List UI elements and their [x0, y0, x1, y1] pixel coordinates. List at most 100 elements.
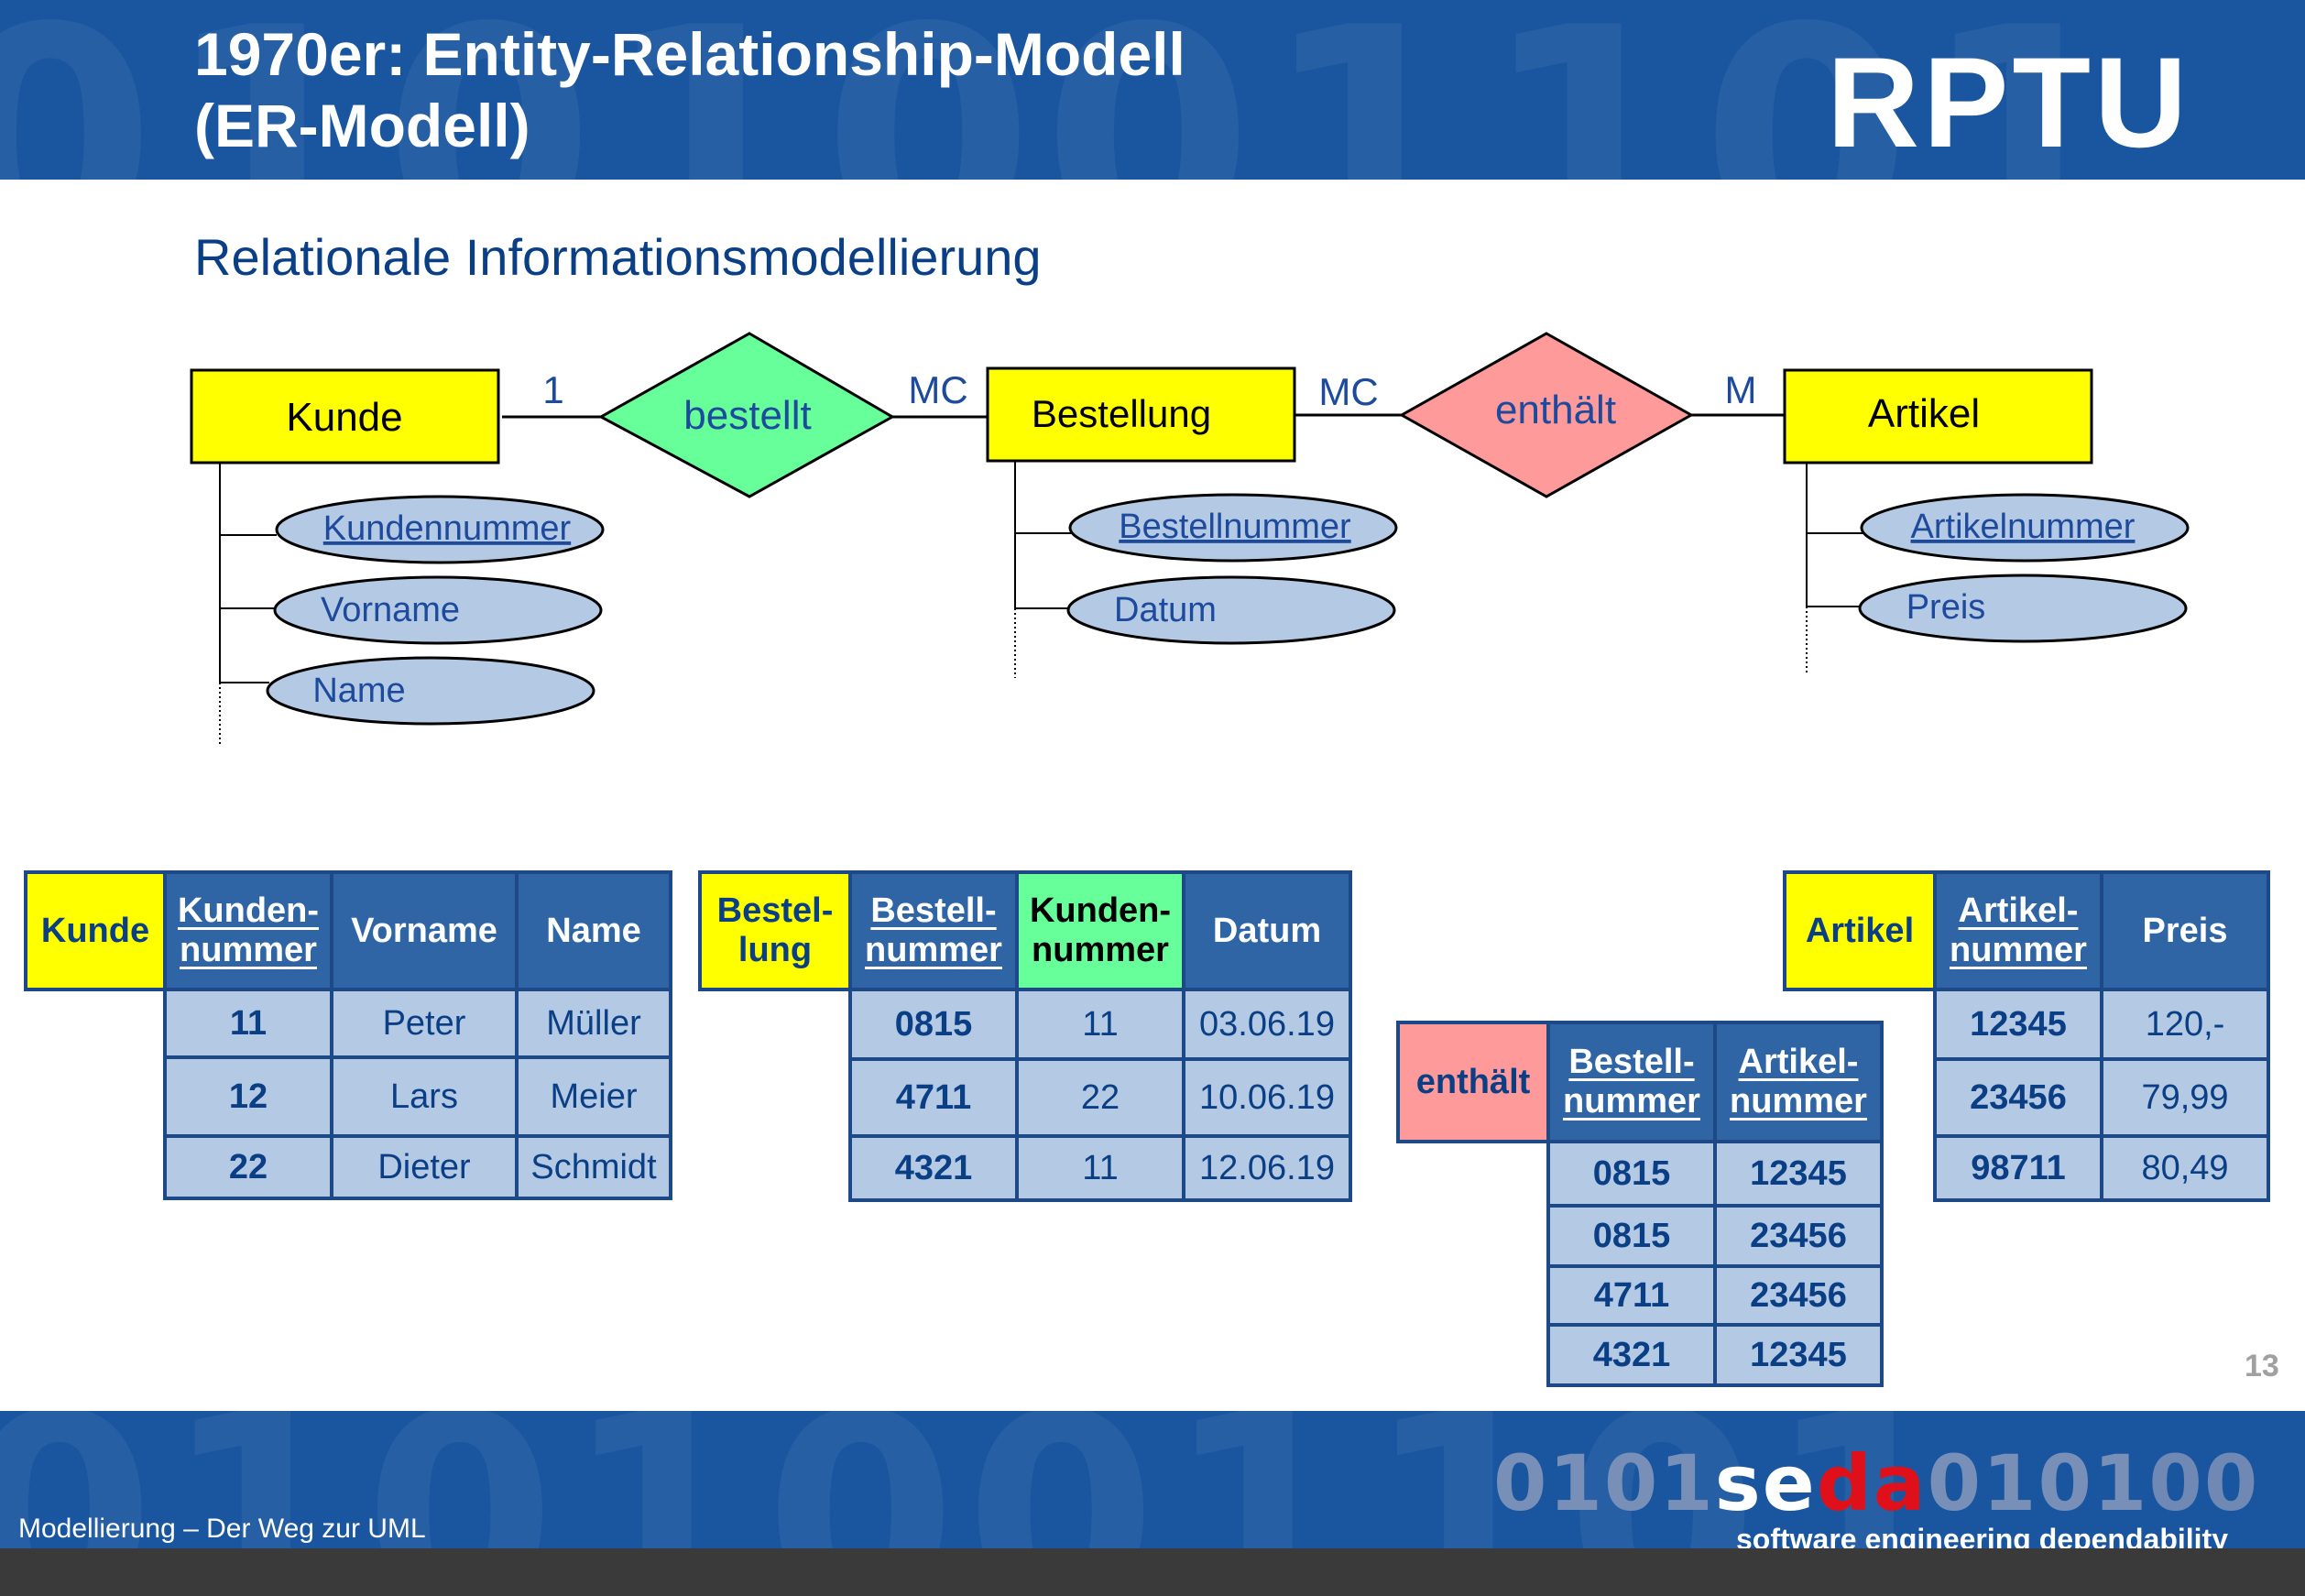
table-cell: 03.06.19: [1182, 988, 1352, 1061]
table-row: 11 Peter Müller: [26, 988, 672, 1059]
cardinality-label: MC: [1318, 370, 1378, 413]
empty-cell: [26, 1136, 165, 1198]
attribute-vorname-label: Vorname: [321, 591, 460, 629]
slide-subtitle: Relationale Informationsmodellierung: [194, 228, 1042, 286]
table-cell: 12.06.19: [1182, 1134, 1352, 1202]
column-header-foreign-key: Kunden-nummer: [1015, 870, 1185, 991]
attribute-artikelnummer: [1860, 493, 2190, 563]
attribute-name-label: Name: [312, 672, 405, 710]
column-header-line: nummer: [1032, 931, 1169, 969]
table-cell: 12345: [1713, 1140, 1884, 1208]
entity-kunde: [190, 368, 500, 465]
empty-cell: [1398, 1206, 1548, 1266]
table-cell: 4711: [1546, 1264, 1717, 1327]
table-cell: Meier: [515, 1055, 672, 1138]
table-cell: 23456: [1713, 1204, 1884, 1268]
rptu-logo: RPTU: [1827, 30, 2191, 174]
relationship-bestellt: [597, 332, 896, 498]
empty-cell: [1398, 1325, 1548, 1385]
footer-background-digits: 0101001101: [0, 1411, 1967, 1548]
cardinality-label: 1: [542, 368, 563, 411]
column-header: Artikel-nummer: [1933, 870, 2103, 991]
header-banner: 0101001101 1970er: Entity-Relationship-M…: [0, 0, 2305, 180]
table-cell: 22: [163, 1134, 333, 1200]
table-cell: 79,99: [2100, 1057, 2270, 1138]
slide-title-line1: 1970er: Entity-Relationship-Modell: [194, 20, 1185, 88]
seda-logo-digits: 0101: [1927, 1438, 2149, 1528]
relationship-enthaelt-label: enthält: [1495, 388, 1616, 432]
column-header-line: Kunden-: [1029, 891, 1172, 930]
table-kunde: Kunde Kunden-nummer Vorname Name 11 Pete…: [24, 870, 672, 1200]
seda-logo-se: se: [1714, 1438, 1817, 1528]
entity-kunde-label: Kunde: [286, 395, 402, 440]
table-name-line: lung: [737, 931, 813, 969]
attribute-kundennummer-label: Kundennummer: [323, 509, 572, 548]
empty-cell: [26, 1057, 165, 1136]
attribute-datum: [1066, 575, 1396, 645]
er-diagram: Kunde Bestellung Artikel bestellt enthäl…: [190, 332, 2190, 744]
table-cell: Müller: [515, 988, 672, 1059]
table-name: Bestel-lung: [698, 870, 852, 991]
column-header: Preis: [2100, 870, 2270, 991]
table-cell: 11: [1015, 988, 1185, 1061]
empty-cell: [26, 989, 165, 1057]
table-cell: 23456: [1933, 1057, 2103, 1138]
table-artikel: Artikel Artikel-nummer Preis 12345 120,-…: [1783, 870, 2270, 1202]
seda-logo-digits: 0101: [1493, 1438, 1715, 1528]
column-header-line: Artikel-: [1958, 891, 2079, 930]
attribute-kundennummer: [275, 495, 605, 564]
table-row: 23456 79,99: [1785, 1057, 2270, 1138]
table-row: 4321 12345: [1398, 1323, 1884, 1387]
relationship-enthaelt: [1398, 332, 1695, 498]
attribute-name: [266, 656, 595, 726]
seda-logo-da: da: [1816, 1438, 1928, 1528]
table-cell: 0815: [848, 988, 1019, 1061]
table-cell: 0815: [1546, 1204, 1717, 1268]
table-cell: Dieter: [330, 1134, 519, 1200]
table-row: 0815 12345: [1398, 1140, 1884, 1208]
table-cell: 22: [1015, 1057, 1185, 1138]
column-header: Datum: [1182, 870, 1352, 991]
column-header-line: Kunden-: [177, 891, 320, 930]
entity-bestellung: [986, 366, 1296, 463]
column-header-line: nummer: [180, 931, 317, 969]
table-cell: 98711: [1933, 1134, 2103, 1202]
table-name: Artikel: [1783, 870, 1937, 991]
cardinality-label: MC: [908, 368, 967, 411]
attribute-preis-label: Preis: [1906, 588, 1986, 627]
table-row: 0815 23456: [1398, 1204, 1884, 1268]
column-header: Bestell-nummer: [1546, 1021, 1717, 1143]
table-cell: 12: [163, 1055, 333, 1138]
table-row: 22 Dieter Schmidt: [26, 1134, 672, 1200]
table-row: 4321 11 12.06.19: [700, 1134, 1352, 1202]
column-header: Name: [515, 870, 672, 991]
column-header-line: nummer: [1563, 1082, 1700, 1120]
column-header: Bestell-nummer: [848, 870, 1019, 991]
table-name-line: Bestel-: [716, 891, 834, 930]
column-header: Artikel-nummer: [1713, 1021, 1884, 1143]
attribute-vorname: [273, 575, 603, 645]
table-name: Kunde: [24, 870, 167, 991]
table-cell: Schmidt: [515, 1134, 672, 1200]
table-cell: 120,-: [2100, 988, 2270, 1061]
footer-text: Modellierung – Der Weg zur UML: [18, 1514, 426, 1544]
entity-artikel-label: Artikel: [1868, 391, 1980, 436]
cardinality-label: M: [1725, 368, 1757, 411]
bottom-bar: [0, 1548, 2305, 1596]
table-cell: 12345: [1933, 988, 2103, 1061]
entity-artikel: [1783, 368, 2093, 465]
table-row: 4711 22 10.06.19: [700, 1057, 1352, 1138]
table-cell: 11: [1015, 1134, 1185, 1202]
slide-title: 1970er: Entity-Relationship-Modell (ER-M…: [194, 18, 1185, 161]
seda-logo-digits: 00: [2148, 1438, 2260, 1528]
footer-banner: 0101001101: [0, 1411, 2305, 1548]
empty-cell: [1785, 1059, 1935, 1136]
attribute-bestellnummer-label: Bestellnummer: [1119, 508, 1351, 546]
seda-logo: 0101seda010100: [1493, 1438, 2259, 1528]
table-bestellung: Bestel-lung Bestell-nummer Kunden-nummer…: [698, 870, 1352, 1202]
empty-cell: [700, 1136, 850, 1200]
table-row: 12345 120,-: [1785, 988, 2270, 1061]
empty-cell: [1398, 1142, 1548, 1206]
table-cell: 4711: [848, 1057, 1019, 1138]
relationship-bestellt-label: bestellt: [683, 393, 811, 438]
